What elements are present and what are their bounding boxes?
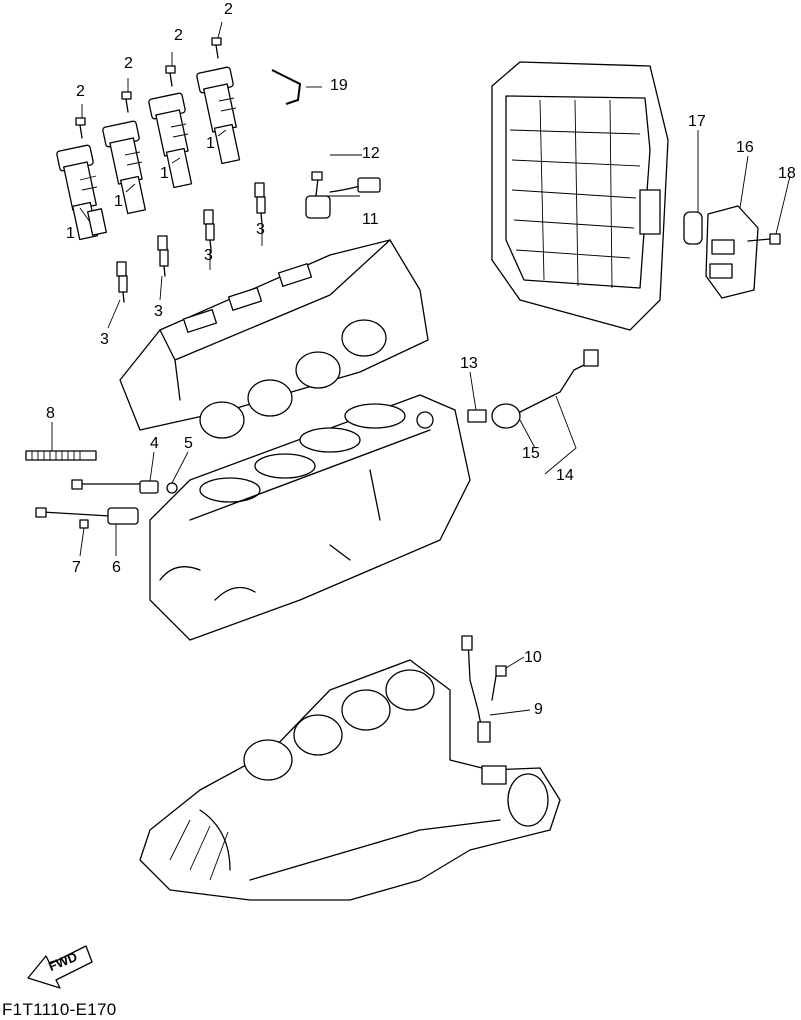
spark-plug [254, 182, 266, 225]
callout-15: 15 [522, 445, 540, 462]
callout-11: 11 [362, 211, 379, 228]
callout-2: 2 [224, 1, 233, 18]
leader-lines [51, 21, 791, 716]
callout-16: 16 [736, 139, 754, 156]
ignition-coil [102, 120, 146, 215]
callout-9: 9 [534, 701, 543, 718]
cylinder-head [119, 239, 429, 439]
ignition-coil [56, 144, 107, 241]
callout-14: 14 [556, 467, 574, 484]
spark-plug [157, 235, 169, 277]
exhaust-manifold [139, 659, 561, 901]
callout-8: 8 [46, 405, 55, 422]
stud-bolt [25, 450, 97, 461]
ignition-coil [148, 92, 193, 189]
callout-19: 19 [330, 77, 348, 94]
bolt [121, 91, 132, 113]
bolt [747, 233, 781, 245]
cam-position-sensor [305, 171, 381, 219]
diagram-code: F1T1110-E170 [2, 1000, 117, 1019]
callout-1: 1 [66, 225, 75, 242]
ignition-coil [196, 66, 241, 165]
spark-plug [203, 209, 215, 251]
knock-sensor [467, 349, 599, 429]
oil-control-valve [35, 507, 139, 529]
callout-7: 7 [72, 559, 81, 576]
electrical-box [491, 61, 669, 331]
callout-4: 4 [150, 435, 159, 452]
cylinder-block [149, 394, 471, 641]
callout-1: 1 [206, 135, 215, 152]
callout-3: 3 [154, 303, 163, 320]
callout-3: 3 [204, 247, 213, 264]
spark-plug-group [116, 182, 266, 303]
bolt [211, 37, 222, 59]
callout-1: 1 [114, 193, 123, 210]
coil-bolt-group [75, 37, 222, 139]
callout-12: 12 [362, 145, 380, 162]
callout-18: 18 [778, 165, 796, 182]
temperature-sensor [71, 479, 178, 494]
spark-plug [116, 261, 128, 303]
oxygen-sensor [461, 635, 507, 743]
callout-2: 2 [174, 27, 183, 44]
bolt [75, 117, 86, 139]
callout-2: 2 [124, 55, 133, 72]
callout-1: 1 [160, 165, 169, 182]
ignition-coil-group [56, 66, 241, 241]
callout-6: 6 [112, 559, 121, 576]
callout-10: 10 [524, 649, 542, 666]
callout-3: 3 [256, 221, 265, 238]
wire-clamp [271, 69, 302, 105]
callout-2: 2 [76, 83, 85, 100]
forward-arrow-icon [27, 945, 93, 989]
regulator-module [705, 205, 759, 299]
callout-5: 5 [184, 435, 193, 452]
bolt [165, 65, 176, 87]
callout-13: 13 [460, 355, 478, 372]
callout-3: 3 [100, 331, 109, 348]
gasket [683, 211, 703, 245]
callout-17: 17 [688, 113, 706, 130]
